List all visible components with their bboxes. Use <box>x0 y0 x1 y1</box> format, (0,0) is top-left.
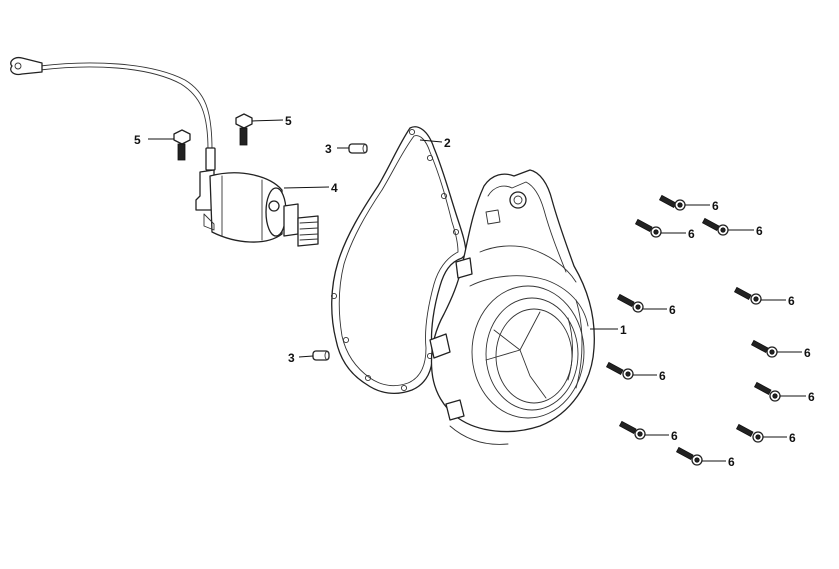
callout-6: 6 <box>712 199 719 213</box>
callout-6: 6 <box>756 224 763 238</box>
gasket <box>330 126 467 395</box>
dowel-pin-2 <box>312 350 330 361</box>
callout-6: 6 <box>669 303 676 317</box>
flange-bolt-3 <box>701 217 729 236</box>
callout-6: 6 <box>789 431 796 445</box>
callout-5-left: 5 <box>134 133 141 147</box>
flange-bolt-8 <box>753 381 781 402</box>
callout-5-right: 5 <box>285 114 292 128</box>
flange-bolt-5 <box>733 286 762 305</box>
callouts: 1 2 3 3 4 5 5 6 6 6 6 6 6 6 6 6 6 6 <box>134 114 815 469</box>
flange-bolt-11 <box>675 446 703 466</box>
hex-bolt-1 <box>173 129 191 161</box>
callout-2: 2 <box>444 136 451 150</box>
starter-motor <box>195 169 319 247</box>
hex-bolt-2 <box>235 113 253 146</box>
callout-3-bottom: 3 <box>288 351 295 365</box>
callout-6: 6 <box>804 346 811 360</box>
starter-cable <box>10 56 216 171</box>
callout-6: 6 <box>659 369 666 383</box>
dowel-pin-1 <box>348 143 368 154</box>
flange-bolt-2 <box>634 218 662 238</box>
callout-6: 6 <box>671 429 678 443</box>
callout-3-top: 3 <box>325 142 332 156</box>
callout-6: 6 <box>688 227 695 241</box>
callout-6: 6 <box>728 455 735 469</box>
flange-bolt-1 <box>658 194 686 211</box>
callout-6: 6 <box>788 294 795 308</box>
generator-cover <box>429 169 595 445</box>
callout-6: 6 <box>808 390 815 404</box>
flange-bolt-10 <box>735 423 764 443</box>
flange-bolt-7 <box>605 361 634 380</box>
flange-bolt-4 <box>616 293 644 313</box>
callout-4: 4 <box>331 181 338 195</box>
flange-bolt-6 <box>750 339 778 358</box>
callout-1: 1 <box>620 323 627 337</box>
leader-lines <box>148 119 806 462</box>
flange-bolt-9 <box>618 420 646 440</box>
